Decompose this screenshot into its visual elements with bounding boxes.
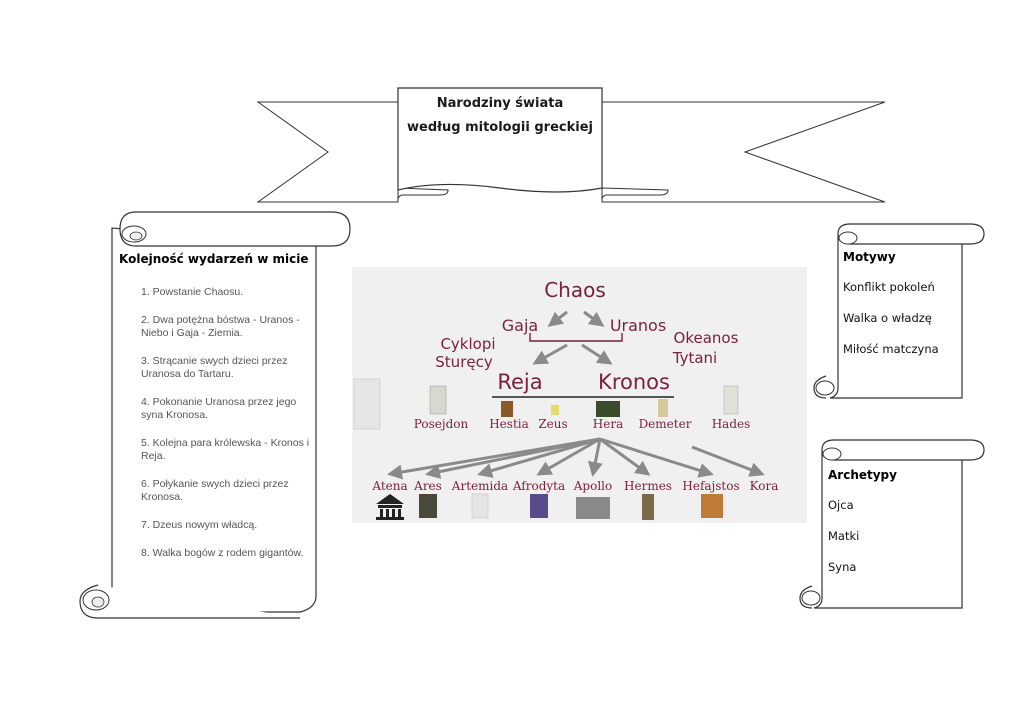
apollo-image [576,497,610,519]
title-banner [256,87,886,203]
tree-arrows [492,310,674,398]
sketch-figure-image [353,378,381,430]
event-item: 5. Kolejna para królewska - Kronos i Rej… [141,437,310,462]
event-item: 4. Pokonanie Uranosa przez jego syna Kro… [141,396,297,421]
events-heading: Kolejność wydarzeń w micie [119,252,309,266]
child-node-hades: Hades [712,417,751,431]
hera-image [596,401,620,417]
arrow-to-reja [532,343,568,365]
arrow-to-kronos [581,343,613,365]
child-node-hestia: Hestia [489,417,529,431]
arrow-chaos-uranos [583,310,605,327]
motif-item: Konflikt pokoleń [843,280,935,294]
posejdon-statue-image [429,385,447,415]
event-item: 6. Połykanie swych dzieci przez Kronosa. [141,478,289,503]
children-row: Posejdon Hestia Zeus Hera Demeter Hades [414,417,751,431]
events-list: 1. Powstanie Chaosu. 2. Dwa potężna bóstw… [141,286,311,575]
child-node-demeter: Demeter [639,417,692,431]
hermes-image [642,494,654,520]
arrow-to-apollo [587,438,603,477]
archetype-item: Matki [828,529,860,543]
node-kronos: Kronos [598,370,670,394]
artemida-image [471,493,489,519]
banner-title-line2: według mitologii greckiej [407,120,593,135]
grandchild-node-kora: Kora [750,479,779,493]
motifs-heading: Motywy [843,250,896,264]
arrow-to-hefajstos [599,437,714,478]
afrodyta-image [530,494,548,518]
grandchild-node-hermes: Hermes [624,479,672,493]
event-item: 3. Strącanie swych dzieci przez Uranosa … [141,355,288,380]
grandchild-node-artemida: Artemida [451,479,508,493]
hefajstos-image [701,494,723,518]
archetype-item: Syna [828,560,857,574]
bracket-gaja-uranos [529,333,623,342]
node-uranos: Uranos [610,316,666,335]
grandchild-node-atena: Atena [371,479,407,493]
arrow-to-hermes [599,437,651,476]
node-chaos: Chaos [544,278,606,302]
family-tree-diagram: Chaos Gaja Uranos Cyklopi Sturęcy Okeano… [353,278,778,520]
arrow-to-afrodyta [536,437,601,476]
grandchildren-arrows [387,437,765,480]
arrow-chaos-gaja [547,310,568,327]
grandchild-node-hefajstos: Hefajstos [682,479,739,493]
grandchild-node-afrodyta: Afrodyta [512,479,565,493]
event-item: 7. Dzeus nowym władcą. [141,519,258,531]
arrow-to-artemida [477,437,601,478]
hades-statue-image [723,385,739,415]
arrow-to-kora [691,445,765,477]
node-gaja: Gaja [502,316,538,335]
arrow-to-ares [425,437,601,479]
event-item: 2. Dwa potężna bóstwa - Uranos - Niebo i… [141,314,300,339]
family-tree-panel: Chaos Gaja Uranos Cyklopi Sturęcy Okeano… [352,267,807,523]
node-reja: Reja [497,370,542,394]
child-node-zeus: Zeus [538,417,567,431]
archetype-item: Ojca [828,498,854,512]
grandchild-node-ares: Ares [413,479,442,493]
demeter-image [658,399,668,417]
motif-item: Walka o władzę [843,311,932,325]
banner-title: Narodziny świata według mitologii grecki… [398,92,602,140]
banner-title-line1: Narodziny świata [436,96,564,111]
archetypes-heading: Archetypy [828,468,897,482]
event-item: 8. Walka bogów z rodem gigantów. [141,547,304,559]
child-node-posejdon: Posejdon [414,417,469,431]
zeus-image [551,405,559,415]
node-tytani: Tytani [672,349,717,367]
child-node-hera: Hera [593,417,623,431]
ares-image [419,494,437,518]
grandchildren-thumbnails [376,493,723,520]
node-cyklopi: Cyklopi [440,335,495,353]
children-thumbnails [353,378,739,430]
temple-icon [376,494,404,520]
grandchildren-row: Atena Ares Artemida Afrodyta Apollo Hermes Hef… [371,479,778,493]
motif-item: Miłość matczyna [843,342,939,356]
grandchild-node-apollo: Apollo [573,479,612,493]
event-item: 1. Powstanie Chaosu. [141,286,244,298]
node-sturecy: Sturęcy [435,353,493,371]
node-okeanos: Okeanos [674,329,739,347]
hestia-image [501,401,513,417]
